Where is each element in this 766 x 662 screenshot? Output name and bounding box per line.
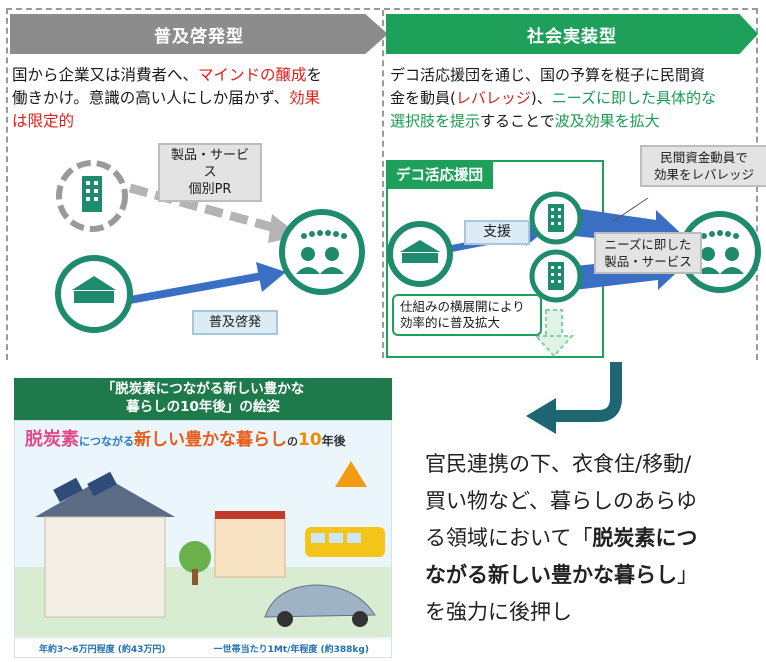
return-arrow [526, 362, 622, 434]
product-pr-label: 製品・サービス 個別PR [158, 143, 262, 202]
government-icon [400, 240, 440, 263]
people-icon [696, 230, 744, 274]
poster-header-years: 年後 [321, 434, 346, 448]
text-segment: る領域において「 [425, 526, 593, 550]
summary-line1: 官民連携の下、衣食住/移動/ [425, 452, 692, 476]
poster-title: 「脱炭素につながる新しい豊かな 暮らしの10年後」の絵姿 [14, 378, 392, 420]
needs-label: ニーズに即した 製品・サービス [594, 232, 702, 274]
store-icon [214, 511, 286, 578]
poster-footer-right: 一世帯当たり1Mt/年程度 (約388kg) [213, 644, 369, 655]
scale-down-arrow [533, 309, 575, 358]
awareness-desc-line1: 国から企業又は消費者へ、マインドの醸成を [12, 64, 380, 87]
consumers-circle [279, 209, 365, 295]
awareness-desc-line2: 働きかけ。意識の高い人にしか届かず、効果 [12, 87, 380, 110]
mountain-icon [335, 461, 367, 487]
leverage-line2: 効果をレバレッジ [653, 167, 754, 182]
impl-desc-line1: デコ活応援団を通じ、国の予算を梃子に民間資 [390, 66, 706, 84]
poster-title-line1: 「脱炭素につながる新しい豊かな [101, 381, 305, 397]
summary-line3: る領域において「脱炭素につ [425, 520, 755, 557]
scale-line2: 効率的に普及拡大 [400, 315, 501, 330]
impl-desc-line3: 選択肢を提示することで波及効果を拡大 [390, 110, 760, 133]
text-segment: することで [480, 112, 555, 130]
summary-line4: ながる新しい豊かな暮らし」 [425, 557, 755, 594]
summary-emphasis-1: 脱炭素につ [592, 526, 698, 550]
scale-line1: 仕組みの横展開により [400, 299, 525, 314]
team-tag: デコ活応援団 [386, 160, 493, 189]
impl-desc-line2: 金を動員(レバレッジ)、ニーズに即した具体的な [390, 87, 760, 110]
poster-header-ten: 10 [298, 430, 322, 450]
support-label: 支援 [464, 220, 530, 245]
poster-header-connect: につながる [79, 435, 134, 448]
highlight-needs: ニーズに即した具体的な [551, 89, 716, 107]
implementation-description: デコ活応援団を通じ、国の予算を梃子に民間資 金を動員(レバレッジ)、ニーズに即し… [390, 64, 760, 133]
poster-header: 脱炭素につながる新しい豊かな暮らしの10年後 [25, 425, 346, 451]
poster-header-decarbon: 脱炭素 [25, 429, 79, 450]
campaign-arrow [129, 272, 263, 304]
leverage-line1: 民間資金動員で [660, 150, 748, 165]
building-icon [548, 204, 564, 232]
building-icon [548, 262, 564, 290]
text-segment: 金を動員( [390, 89, 456, 107]
summary-line2: 買い物など、暮らしのあらゆ [425, 489, 697, 513]
campaign-arrow-head [256, 262, 286, 292]
summary-emphasis-2: ながる新しい豊かな暮らし [425, 563, 677, 587]
leverage-label: 民間資金動員で 効果をレバレッジ [640, 145, 766, 187]
poster-title-line2: 暮らしの10年後」の絵姿 [126, 399, 280, 415]
poster-scene [15, 461, 391, 637]
highlight-options: 選択肢を提示 [390, 112, 481, 130]
awareness-desc-line3: は限定的 [12, 112, 75, 130]
summary-line5: を強力に後押し [425, 600, 572, 624]
text-segment: を [306, 66, 323, 84]
awareness-diagram [55, 160, 365, 333]
text-segment: 国から企業又は消費者へ、 [12, 66, 199, 84]
tree-icon [179, 541, 211, 585]
needs-line1: ニーズに即した [604, 237, 692, 252]
leverage-pointer-line [611, 197, 649, 223]
implementation-banner: 社会実装型 [386, 14, 758, 54]
text-segment: 働きかけ。意識の高い人にしか届かず、 [12, 89, 290, 107]
campaign-label: 普及啓発 [192, 310, 278, 335]
government-icon [72, 276, 116, 303]
poster-header-no: の [287, 435, 298, 448]
building-icon [82, 176, 102, 212]
text-segment: 」 [677, 563, 698, 587]
highlight-effect: 効果 [289, 89, 321, 107]
poster-header-rich-life: 新しい豊かな暮らし [134, 430, 287, 450]
poster-illustration: 脱炭素につながる新しい豊かな暮らしの10年後 年約3～6 [14, 420, 392, 658]
awareness-banner: 普及啓発型 [10, 14, 388, 54]
scale-note: 仕組みの横展開により 効率的に普及拡大 [392, 294, 542, 336]
pr-label-line1: 製品・サービス [170, 148, 249, 180]
highlight-ripple: 波及効果を拡大 [554, 112, 660, 130]
poster-footer-left: 年約3～6万円程度 (約43万円) [39, 644, 166, 655]
text-segment: )、 [530, 89, 552, 107]
highlight-mindset: マインドの醸成 [198, 66, 307, 84]
poster-footer: 年約3～6万円程度 (約43万円) 一世帯当たり1Mt/年程度 (約388kg) [15, 639, 391, 657]
dashed-divider [382, 10, 384, 358]
needs-line2: 製品・サービス [604, 254, 692, 269]
car-icon [264, 584, 376, 627]
people-icon [296, 230, 347, 274]
summary-text: 官民連携の下、衣食住/移動/ 買い物など、暮らしのあらゆ る領域において「脱炭素… [425, 446, 755, 631]
bus-icon [305, 527, 385, 557]
house-icon [35, 471, 175, 618]
pr-label-line2: 個別PR [188, 182, 232, 197]
highlight-leverage: レバレッジ [455, 89, 531, 107]
awareness-description: 国から企業又は消費者へ、マインドの醸成を 働きかけ。意識の高い人にしか届かず、効… [12, 64, 380, 133]
